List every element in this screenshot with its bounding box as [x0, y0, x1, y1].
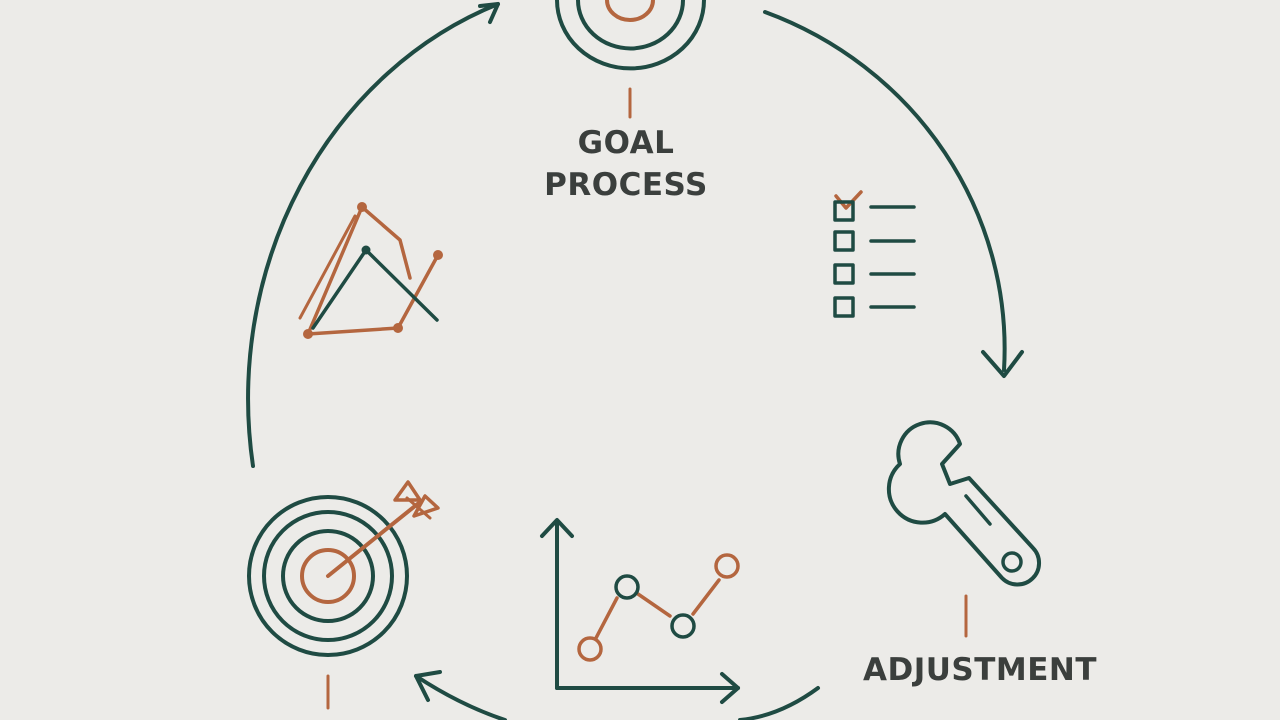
triangle-graph-icon — [298, 202, 443, 339]
cycle-arc-right — [763, 10, 1007, 372]
checklist-icon — [833, 190, 916, 318]
goal-label-line1: GOAL — [577, 125, 675, 161]
goal-process-label: GOAL PROCESS — [544, 122, 708, 206]
cycle-arc-bottom — [414, 674, 820, 720]
dartboard-target-icon — [247, 480, 440, 710]
target-icon — [555, 0, 706, 119]
wrench-icon — [886, 420, 1042, 638]
goal-label-line2: PROCESS — [544, 167, 708, 203]
cycle-arc-left — [246, 2, 500, 468]
arrowhead-bottom — [414, 670, 442, 702]
arrowhead-top — [478, 2, 500, 24]
line-graph-icon — [540, 518, 740, 704]
adjustment-label: ADJUSTMENT — [862, 652, 1098, 688]
arrowhead-right — [981, 350, 1024, 378]
